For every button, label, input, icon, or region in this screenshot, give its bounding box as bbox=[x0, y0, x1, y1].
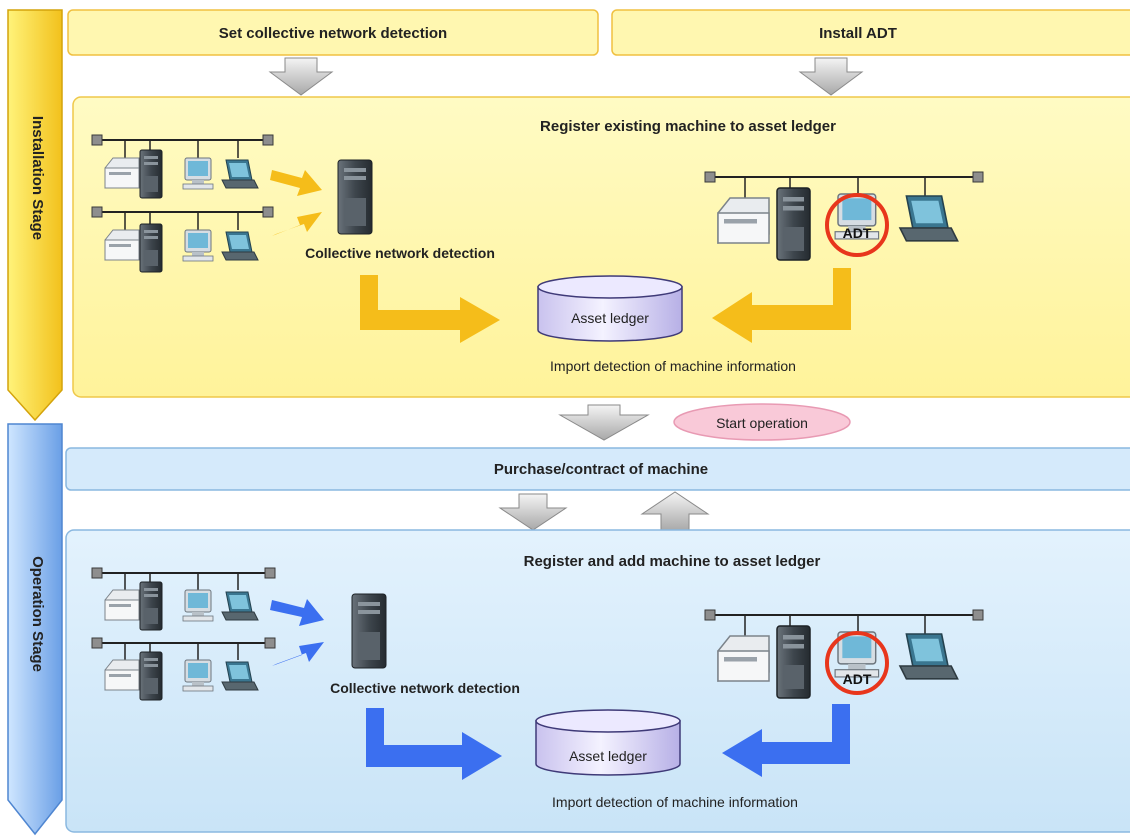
blue-flow-arrow bbox=[722, 704, 850, 777]
detection-server-icon bbox=[337, 159, 373, 235]
detection-server-icon bbox=[351, 593, 387, 669]
adt-network-group bbox=[704, 609, 984, 699]
installation-stage-label: Installation Stage bbox=[29, 116, 46, 240]
server-icon bbox=[776, 187, 811, 261]
hub-icon bbox=[262, 134, 274, 146]
hub-icon bbox=[91, 567, 103, 579]
yellow-arrow bbox=[272, 212, 322, 236]
install-import-caption: Import detection of machine information bbox=[550, 358, 796, 374]
operation-detection-label: Collective network detection bbox=[330, 680, 520, 696]
install-detection-label: Collective network detection bbox=[305, 245, 495, 261]
hub-icon bbox=[972, 609, 984, 621]
printer-icon bbox=[717, 197, 770, 244]
gray-up-arrow bbox=[640, 491, 710, 532]
purchase-bar bbox=[65, 447, 1130, 491]
server-icon bbox=[139, 223, 163, 273]
operation-panel bbox=[65, 529, 1130, 833]
asset-ledger-cylinder bbox=[537, 275, 683, 342]
install-adt-label: Install ADT bbox=[819, 25, 897, 42]
set-detection-label: Set collective network detection bbox=[219, 25, 447, 42]
server-icon bbox=[139, 149, 163, 199]
server-icon bbox=[776, 625, 811, 699]
printer-icon bbox=[104, 589, 140, 621]
desktop-icon bbox=[182, 157, 214, 190]
adt-network-group bbox=[704, 171, 984, 261]
printer-icon bbox=[104, 157, 140, 189]
adt-highlight-ring bbox=[825, 631, 889, 695]
operation-import-caption: Import detection of machine information bbox=[552, 794, 798, 810]
desktop-icon bbox=[182, 589, 214, 622]
network-group bbox=[91, 637, 276, 701]
asset-ledger-cylinder bbox=[535, 709, 681, 776]
blue-arrow bbox=[272, 642, 324, 666]
hub-icon bbox=[972, 171, 984, 183]
start-operation-label: Start operation bbox=[716, 415, 808, 431]
printer-icon bbox=[104, 229, 140, 261]
install-adt-box bbox=[611, 9, 1130, 56]
hub-icon bbox=[91, 637, 103, 649]
operation-stage-label: Operation Stage bbox=[29, 556, 46, 672]
printer-icon bbox=[717, 635, 770, 682]
gray-down-arrow bbox=[498, 493, 568, 531]
operation-stage-bar bbox=[7, 423, 63, 836]
desktop-icon bbox=[182, 659, 214, 692]
operation-ledger-label: Asset ledger bbox=[569, 748, 647, 764]
hub-icon bbox=[264, 637, 276, 649]
server-icon bbox=[139, 581, 163, 631]
installation-stage-bar bbox=[7, 9, 63, 422]
installation-panel bbox=[72, 96, 1130, 398]
network-group bbox=[91, 567, 276, 631]
yellow-flow-arrow bbox=[360, 275, 500, 343]
blue-arrow bbox=[270, 599, 324, 626]
hub-icon bbox=[91, 134, 103, 146]
yellow-arrow bbox=[270, 170, 322, 196]
gray-down-arrow bbox=[268, 57, 334, 96]
install-adt-badge: ADT bbox=[843, 225, 872, 241]
hub-icon bbox=[704, 609, 716, 621]
install-panel-title: Register existing machine to asset ledge… bbox=[540, 118, 836, 135]
hub-icon bbox=[91, 206, 103, 218]
hub-icon bbox=[262, 206, 274, 218]
start-operation-oval bbox=[673, 403, 851, 441]
server-icon bbox=[139, 651, 163, 701]
operation-adt-badge: ADT bbox=[843, 671, 872, 687]
yellow-flow-arrow bbox=[712, 268, 851, 343]
install-ledger-label: Asset ledger bbox=[571, 310, 649, 326]
purchase-bar-label: Purchase/contract of machine bbox=[494, 461, 708, 478]
desktop-icon bbox=[182, 229, 214, 262]
network-group bbox=[91, 134, 274, 199]
hub-icon bbox=[264, 567, 276, 579]
adt-highlight-ring bbox=[825, 193, 889, 257]
hub-icon bbox=[704, 171, 716, 183]
printer-icon bbox=[104, 659, 140, 691]
gray-down-arrow bbox=[798, 57, 864, 96]
network-group bbox=[91, 206, 274, 273]
operation-panel-title: Register and add machine to asset ledger bbox=[524, 553, 821, 570]
gray-down-arrow bbox=[558, 404, 650, 441]
set-detection-box bbox=[67, 9, 599, 56]
blue-flow-arrow bbox=[366, 708, 502, 780]
